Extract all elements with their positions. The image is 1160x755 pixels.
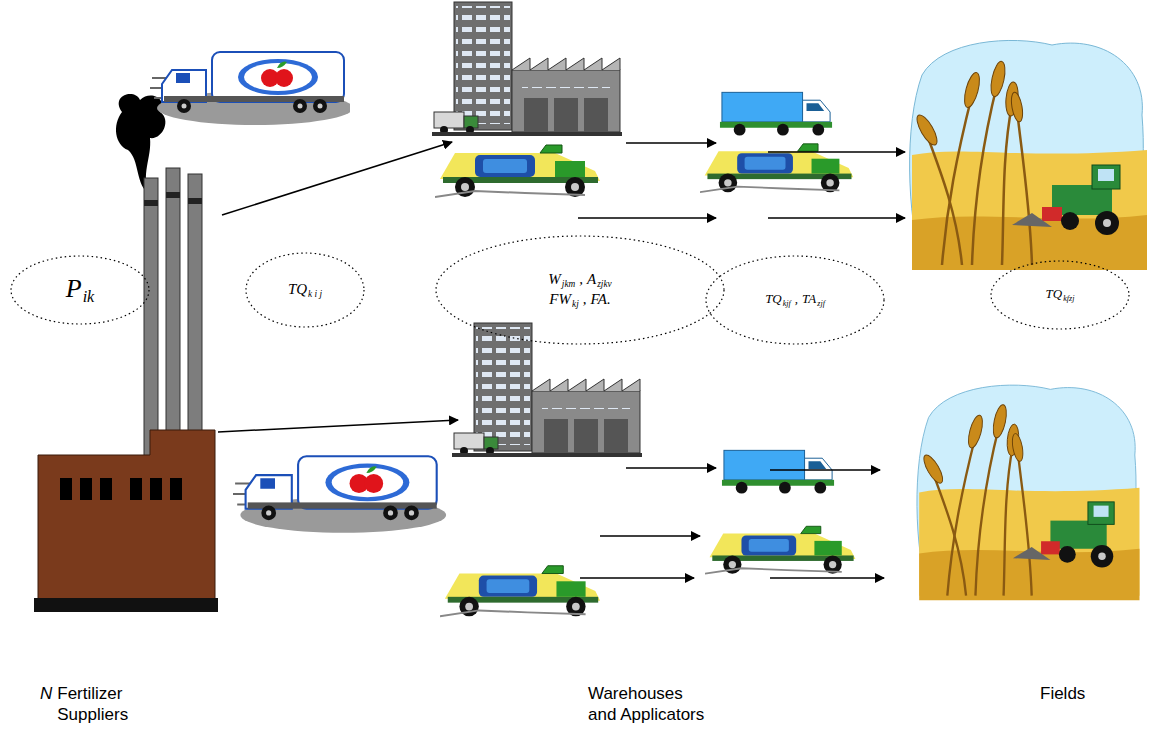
flow-arrows <box>218 142 905 578</box>
variable-ellipse: TQkfzj <box>990 260 1130 330</box>
text-line: Wjkm,Azjkv <box>548 270 611 290</box>
variable-ellipse: TQkjf, TAzjf <box>705 255 885 345</box>
caption-label: Warehouses and Applicators <box>588 683 713 726</box>
subscript: zjf <box>817 299 825 308</box>
subscript: kj <box>572 299 579 309</box>
subscript: jkm <box>562 279 575 289</box>
variable-text: TQkfzj <box>1046 286 1075 304</box>
symbol: TQ <box>765 291 782 306</box>
symbol: , <box>579 271 583 287</box>
symbol: P <box>66 274 82 303</box>
truck <box>722 450 834 493</box>
truck <box>150 52 353 125</box>
text-line: Pik <box>66 272 95 309</box>
variable-text: Wjkm,AzjkvFWkj,FA. <box>548 270 611 311</box>
applicator <box>700 144 853 192</box>
symbol: FW <box>549 291 571 307</box>
warehouse <box>452 323 642 457</box>
variable-ellipse: Pik <box>10 255 150 325</box>
applicator <box>440 566 600 616</box>
caption-label: Fertilizer Suppliers <box>57 683 162 726</box>
text-line: TQk i j <box>288 280 322 300</box>
symbol: . <box>607 291 611 307</box>
subscript: zjkv <box>597 279 611 289</box>
symbol: FA <box>590 291 606 307</box>
ellipse-outline <box>436 236 724 344</box>
subscript: k i j <box>308 289 322 299</box>
symbol: , <box>795 291 798 306</box>
applicator <box>435 145 600 197</box>
symbol: , <box>583 291 587 307</box>
symbol: A <box>587 271 596 287</box>
variable-text: Pik <box>66 272 95 309</box>
subscript: kfzj <box>1063 294 1074 303</box>
truck <box>720 92 832 135</box>
variable-ellipse: TQk i j <box>245 252 365 328</box>
caption-label: Fields <box>1040 683 1085 704</box>
subscript: ik <box>83 288 95 305</box>
caption-label: N <box>40 683 52 704</box>
symbol: TA <box>802 291 816 306</box>
text-line: TQkfzj <box>1046 286 1075 304</box>
text-line: TQkjf, TAzjf <box>765 291 825 309</box>
symbol: TQ <box>288 281 307 297</box>
applicator <box>705 526 855 573</box>
variable-ellipse: Wjkm,AzjkvFWkj,FA. <box>435 235 725 345</box>
factory <box>34 94 218 612</box>
subscript: kjf <box>783 299 791 308</box>
dotted-ellipse <box>435 235 725 345</box>
symbol: TQ <box>1046 286 1063 301</box>
truck <box>233 456 446 533</box>
field <box>910 40 1147 270</box>
ellipse-outline <box>991 261 1129 329</box>
ellipse-outline <box>706 256 884 344</box>
variable-text: TQkjf, TAzjf <box>765 291 825 309</box>
variable-text: TQk i j <box>288 280 322 300</box>
symbol: W <box>548 271 561 287</box>
ellipse-outline <box>246 253 364 327</box>
text-line: FWkj,FA. <box>548 290 611 310</box>
ellipse-outline <box>11 256 149 324</box>
warehouse <box>432 2 622 136</box>
field <box>917 385 1140 600</box>
